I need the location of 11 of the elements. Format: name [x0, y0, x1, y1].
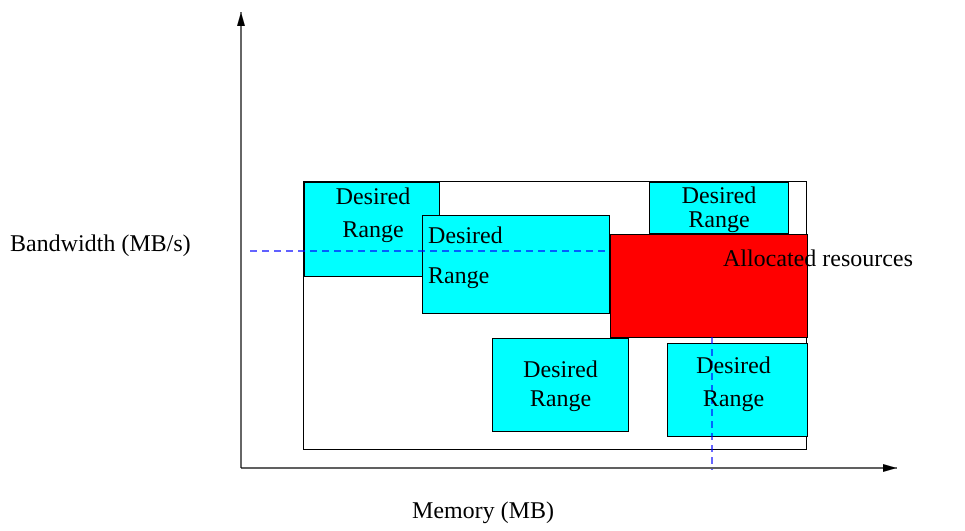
desired-range-region	[649, 182, 789, 234]
region-label: Desired Range	[522, 356, 599, 414]
desired-range-region	[422, 215, 610, 314]
region-label: Desired Range	[428, 222, 504, 291]
axis-label: Bandwidth (MB/s)	[10, 230, 191, 258]
axis-label: Memory (MB)	[412, 497, 554, 525]
region-label: Desired Range	[695, 352, 772, 414]
desired-range-region	[667, 343, 808, 437]
region-label: Desired Range	[334, 183, 412, 245]
region-label: Desired Range	[680, 184, 758, 232]
desired-range-region	[492, 338, 629, 432]
